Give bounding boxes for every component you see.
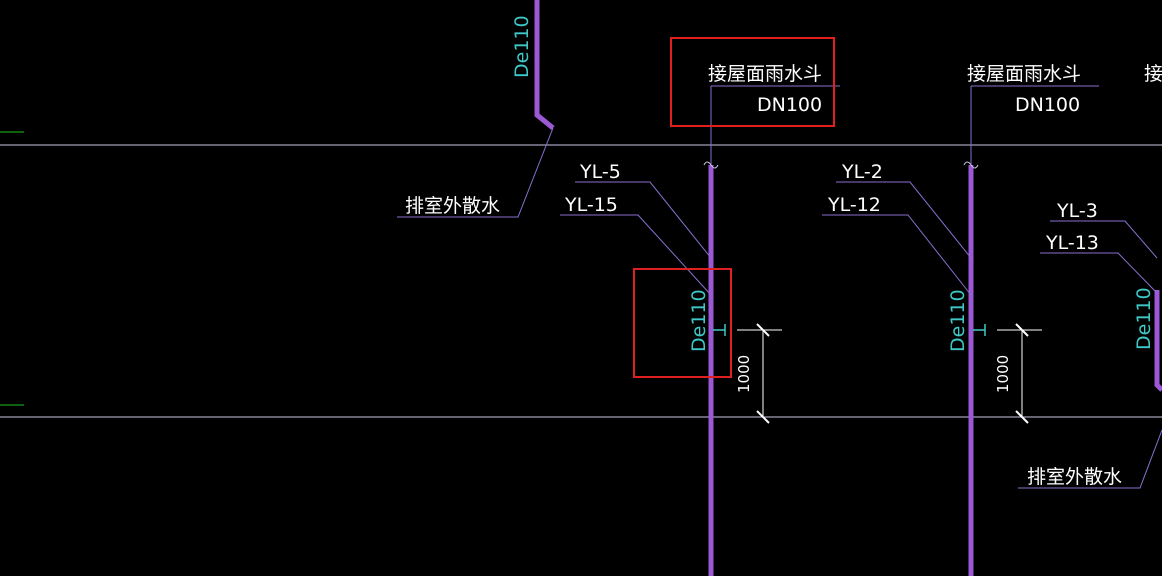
pipe-id-label-2b: YL-12 (827, 194, 881, 216)
pipe-id-label-3b: YL-13 (1045, 232, 1099, 254)
roof-drain-label-3-partial: 接 (1144, 63, 1162, 85)
pipe-size-label-1: De110 (688, 289, 710, 352)
pipe-size-label-3: De110 (1133, 287, 1155, 350)
leader-pipe-id-3a (1050, 220, 1158, 259)
outdoor-drain-label-2: 排室外散水 (1027, 466, 1122, 488)
riser-1-break-symbol (703, 161, 719, 169)
leader-pipe-id-2a (836, 181, 972, 259)
roof-drain-size-1: DN100 (757, 94, 822, 116)
pipe-id-label-3a: YL-3 (1056, 200, 1098, 222)
riser-pipe-3 (1154, 290, 1162, 392)
roof-drain-size-2: DN100 (1015, 94, 1080, 116)
pipe-size-label-2: De110 (947, 289, 969, 352)
dim-1-tick-top (756, 323, 770, 337)
dim-1-tick-bottom (756, 410, 770, 424)
pipe-id-label-1b: YL-15 (564, 194, 618, 216)
leader-outdoor-drain-2 (1018, 429, 1162, 489)
pipe-id-label-2a: YL-2 (841, 161, 883, 183)
leader-pipe-id-2b (822, 214, 972, 296)
pipe-size-top-label: De110 (511, 15, 533, 78)
dim-2-tick-top (1015, 323, 1029, 337)
leader-outdoor-drain-1 (397, 127, 554, 218)
outdoor-drain-label-1: 排室外散水 (405, 195, 500, 217)
pipe-top-left (534, 0, 555, 130)
roof-drain-label-1: 接屋面雨水斗 (708, 63, 822, 85)
leader-pipe-id-1a (575, 181, 712, 259)
pipe-id-label-1a: YL-5 (579, 161, 621, 183)
leader-pipe-id-1b (560, 214, 712, 296)
highlight-box-roof-drain (670, 37, 835, 127)
dim-2-tick-bottom (1015, 410, 1029, 424)
dimension-label-1: 1000 (735, 355, 753, 393)
leader-pipe-id-3b (1040, 252, 1158, 294)
riser-2-break-symbol (963, 161, 979, 169)
dimension-label-2: 1000 (994, 355, 1012, 393)
highlight-box-pipe-size (633, 268, 732, 378)
roof-drain-label-2: 接屋面雨水斗 (967, 63, 1081, 85)
